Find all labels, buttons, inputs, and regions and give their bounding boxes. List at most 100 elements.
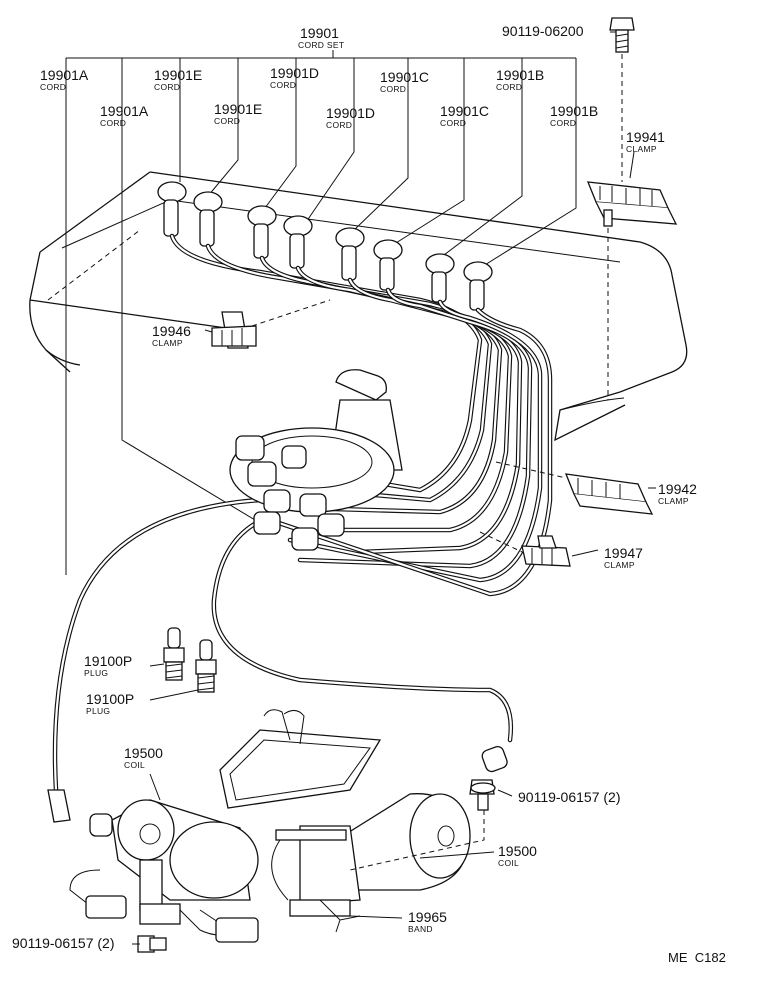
svg-text:CLAMP: CLAMP (626, 144, 657, 154)
plug-boots (157, 181, 493, 311)
coil-left (47, 789, 259, 936)
label-coil-1: 19500 COIL (124, 745, 163, 770)
svg-text:CORD: CORD (440, 118, 466, 128)
label-clamp-19947: 19947 CLAMP (604, 545, 643, 570)
svg-text:CORD: CORD (326, 120, 352, 130)
clamp-19946 (211, 311, 257, 349)
svg-text:90119-06157 (2): 90119-06157 (2) (12, 935, 114, 951)
svg-text:CLAMP: CLAMP (152, 338, 183, 348)
plug-boot-5 (335, 227, 365, 281)
igniter-module (219, 709, 382, 809)
plug-boot-7 (425, 253, 455, 303)
label-cord-e2: 19901E CORD (214, 101, 262, 126)
svg-text:19901E: 19901E (214, 101, 262, 117)
ignition-cords (52, 233, 553, 793)
label-cord-d2: 19901D CORD (326, 105, 375, 130)
coil1-leader (149, 773, 161, 801)
clamp-19947 (521, 535, 571, 567)
svg-text:CORD: CORD (154, 82, 180, 92)
svg-text:19947: 19947 (604, 545, 643, 561)
label-clamp-19941: 19941 CLAMP (626, 129, 665, 154)
label-bolt-bottom: 90119-06157 (2) (12, 935, 114, 951)
svg-text:CORD: CORD (214, 116, 240, 126)
cord-set-leaders (65, 50, 577, 575)
label-plug-2: 19100P PLUG (86, 691, 134, 716)
svg-text:19942: 19942 (658, 481, 697, 497)
bolt-right-icon (469, 779, 496, 811)
svg-text:19901A: 19901A (100, 103, 149, 119)
bolt-90119-06200-icon (609, 17, 635, 53)
diagram-code: ME C182 (668, 950, 726, 965)
svg-text:CORD: CORD (550, 118, 576, 128)
label-plug-1: 19100P PLUG (84, 653, 132, 678)
svg-text:90119-06157 (2): 90119-06157 (2) (518, 789, 620, 805)
svg-text:90119-06200: 90119-06200 (502, 23, 584, 39)
label-cord-e1: 19901E CORD (154, 67, 202, 92)
svg-text:19901B: 19901B (496, 67, 544, 83)
svg-text:19901A: 19901A (40, 67, 89, 83)
bolt-bottom-icon (137, 935, 167, 953)
label-clamp-19942: 19942 CLAMP (658, 481, 697, 506)
bolt-right-leader (497, 789, 513, 797)
svg-text:19941: 19941 (626, 129, 665, 145)
svg-text:19500: 19500 (124, 745, 163, 761)
band-leader (349, 915, 403, 919)
label-cord-b1: 19901B CORD (496, 67, 544, 92)
svg-text:19100P: 19100P (86, 691, 134, 707)
label-cord-d1: 19901D CORD (270, 65, 319, 90)
distributor (229, 369, 403, 551)
svg-text:CORD: CORD (496, 82, 522, 92)
svg-text:19901D: 19901D (270, 65, 319, 81)
svg-text:19901E: 19901E (154, 67, 202, 83)
label-cord-c1: 19901C CORD (380, 69, 429, 94)
coil-right (271, 746, 508, 917)
coil-connector-left (69, 869, 259, 943)
spark-plug-1-icon (163, 627, 185, 681)
clamp-dash-19942 (495, 461, 567, 479)
label-bolt-top: 90119-06200 (502, 23, 584, 39)
clamp-19946-leader (204, 329, 213, 333)
clamp-dash-19947 (479, 531, 523, 553)
plug-boot-6 (373, 239, 403, 291)
coil2-leader (419, 851, 495, 859)
svg-text:19901D: 19901D (326, 105, 375, 121)
svg-text:19965: 19965 (408, 909, 447, 925)
svg-text:19901C: 19901C (440, 103, 489, 119)
label-cord-c2: 19901C CORD (440, 103, 489, 128)
spark-plug-2-icon (195, 639, 217, 693)
svg-text:CLAMP: CLAMP (658, 496, 689, 506)
svg-text:19901C: 19901C (380, 69, 429, 85)
svg-text:CORD: CORD (270, 80, 296, 90)
plug-boot-3 (247, 205, 277, 259)
label-bolt-right: 90119-06157 (2) (518, 789, 620, 805)
clamp-19941 (586, 181, 678, 227)
plug-leaders (149, 663, 199, 701)
svg-text:PLUG: PLUG (86, 706, 110, 716)
svg-text:CORD: CORD (380, 84, 406, 94)
clamp-19942 (564, 473, 654, 515)
svg-text:19100P: 19100P (84, 653, 132, 669)
plug-boot-4 (283, 215, 313, 269)
svg-text:CORD: CORD (40, 82, 66, 92)
clamp-dash-19946 (251, 299, 331, 327)
svg-text:19500: 19500 (498, 843, 537, 859)
svg-text:CORD: CORD (100, 118, 126, 128)
svg-text:19901: 19901 (300, 25, 339, 41)
label-band: 19965 BAND (408, 909, 447, 934)
label-cord-b2: 19901B CORD (550, 103, 598, 128)
plug-boot-8 (463, 261, 493, 311)
plug-boot-2 (193, 191, 223, 247)
label-cord-a2: 19901A CORD (100, 103, 149, 128)
label-clamp-19946: 19946 CLAMP (152, 323, 191, 348)
band-19965 (319, 899, 361, 933)
bolt-dash-right (349, 810, 485, 871)
plug-boot-1 (157, 181, 187, 237)
svg-text:19901B: 19901B (550, 103, 598, 119)
svg-text:CLAMP: CLAMP (604, 560, 635, 570)
svg-text:BAND: BAND (408, 924, 433, 934)
svg-text:19946: 19946 (152, 323, 191, 339)
svg-text:PLUG: PLUG (84, 668, 108, 678)
label-coil-2: 19500 COIL (498, 843, 537, 868)
label-cord-a1: 19901A CORD (40, 67, 89, 92)
